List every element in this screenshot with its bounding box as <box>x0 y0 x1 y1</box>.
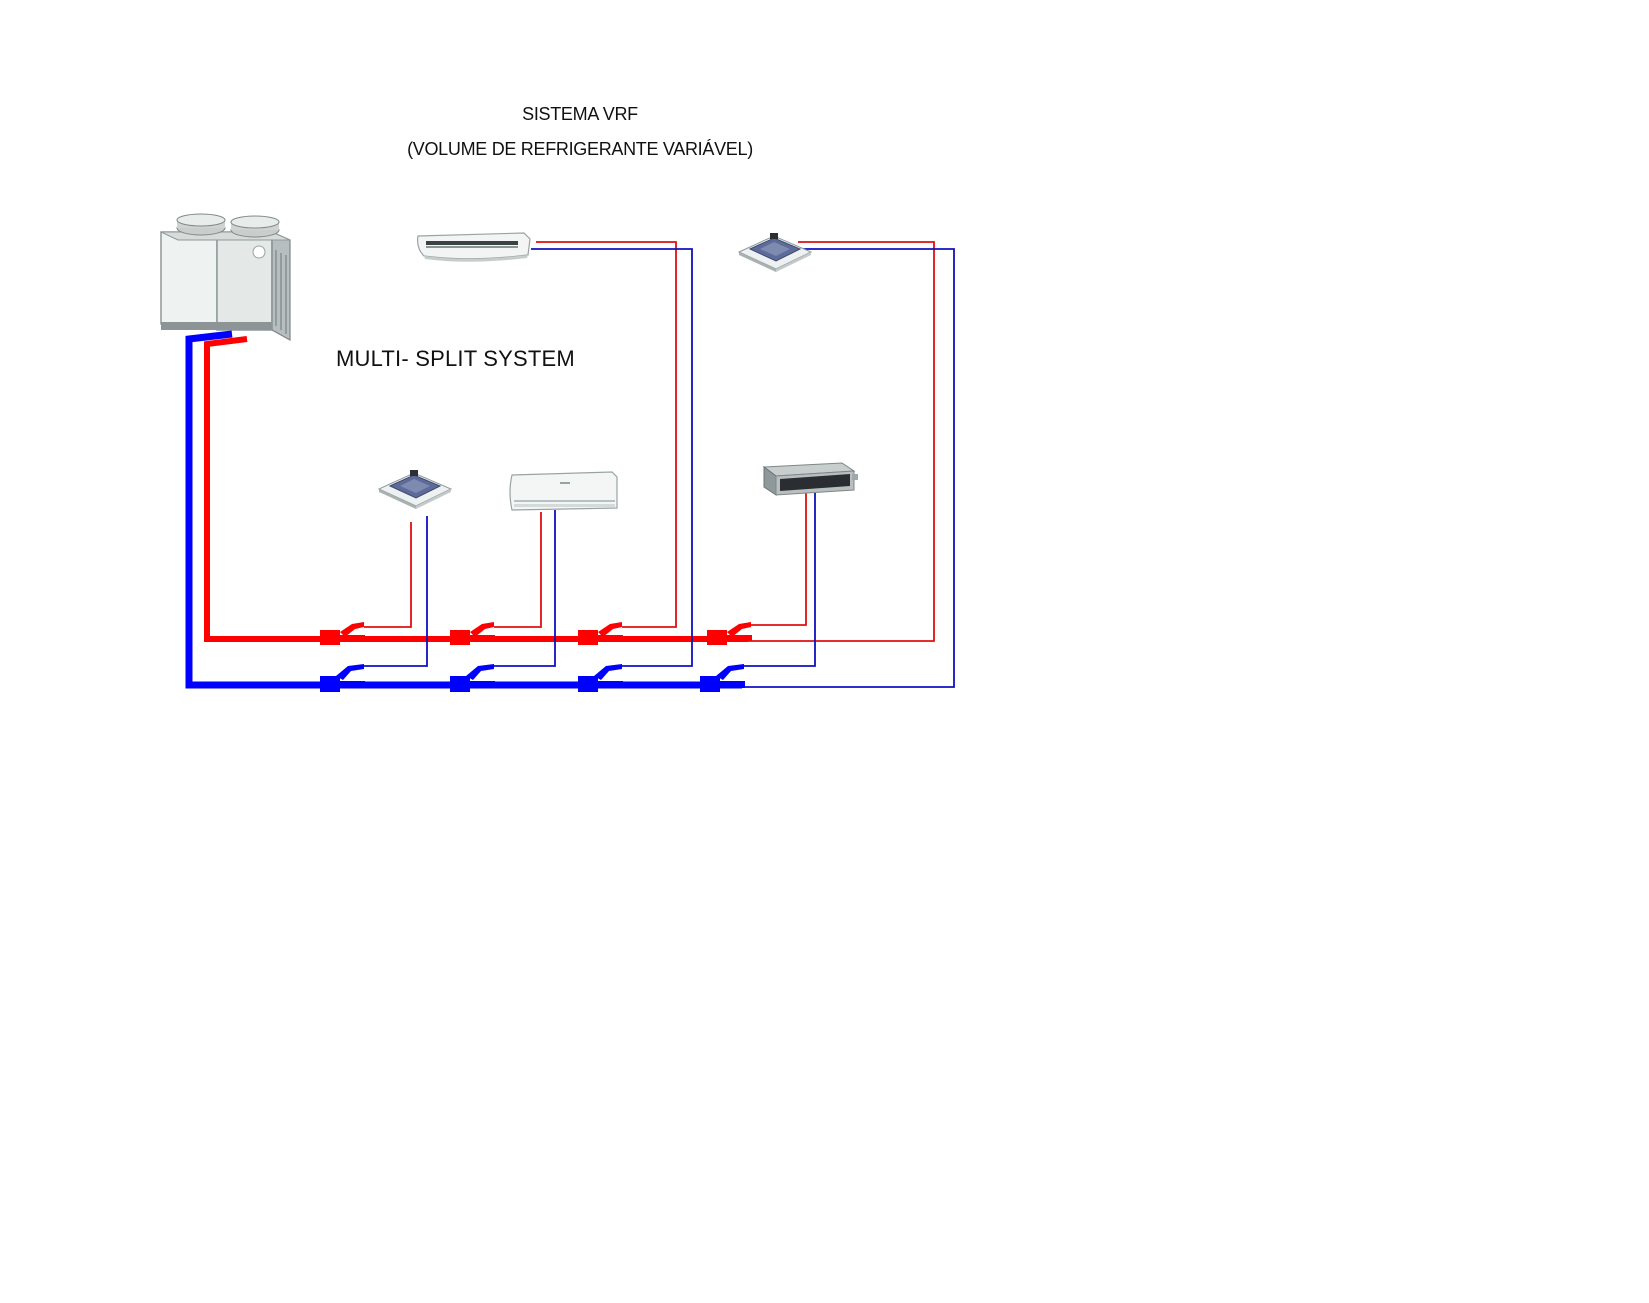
branch-joint-icon <box>700 664 745 692</box>
diagram-title-subline: (VOLUME DE REFRIGERANTE VARIÁVEL) <box>407 139 753 159</box>
branch-joint-icon <box>320 622 365 645</box>
cold-branch-joints <box>320 664 745 692</box>
thin-cold-lines <box>364 248 955 688</box>
ceiling-suspended-unit-icon <box>417 232 531 262</box>
main-hot-pipe <box>204 336 748 642</box>
branch-joint-icon <box>450 622 495 645</box>
multi-split-label: MULTI- SPLIT SYSTEM <box>336 346 575 371</box>
branch-joint-icon <box>450 664 495 692</box>
cassette-unit-icon <box>737 233 813 272</box>
thin-hot-lines <box>364 241 935 642</box>
branch-joint-icon <box>707 622 752 645</box>
outdoor-condensing-unit-icon <box>160 213 291 342</box>
branch-joint-icon <box>578 622 623 645</box>
ducted-unit-icon <box>762 462 858 496</box>
wall-split-unit-icon <box>509 471 618 511</box>
branch-joint-icon <box>578 664 623 692</box>
branch-joint-icon <box>320 664 365 692</box>
cassette-unit-icon <box>377 470 453 509</box>
hot-branch-joints <box>320 622 752 645</box>
diagram-title: SISTEMA VRF <box>522 104 638 124</box>
